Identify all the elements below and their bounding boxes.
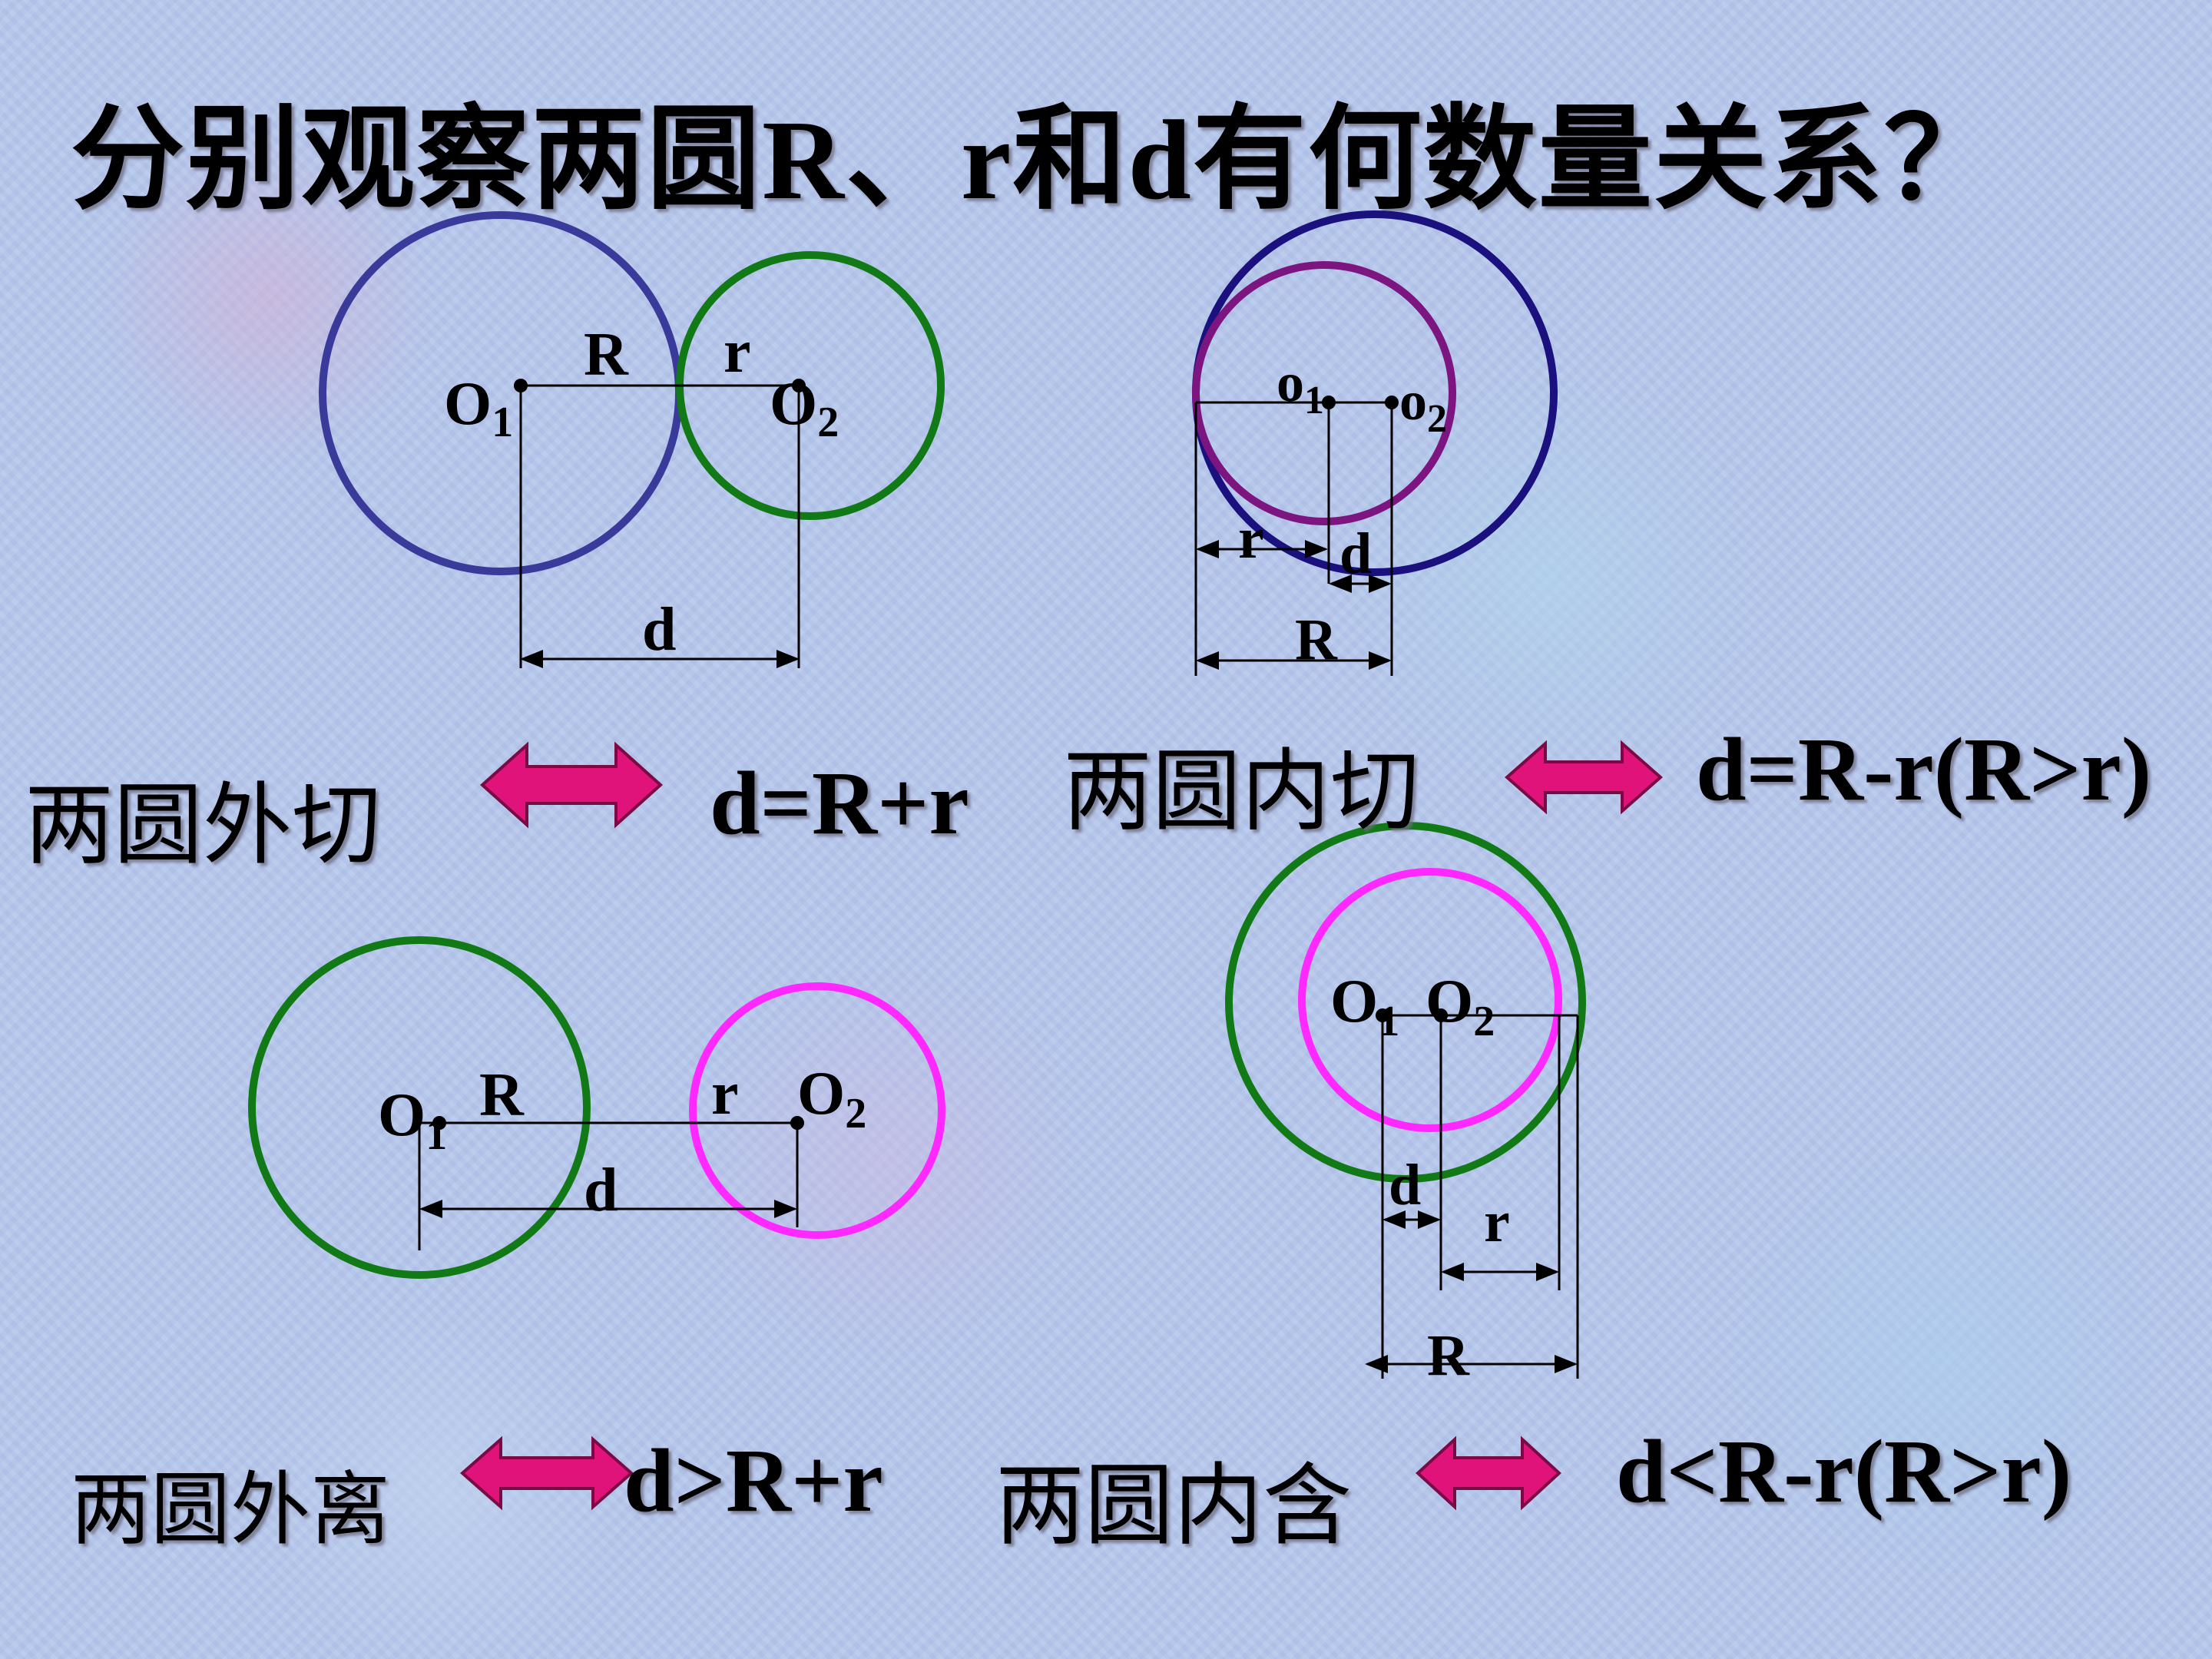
label-o1: O1	[444, 370, 513, 446]
label-o2: o2	[1399, 370, 1447, 441]
circle-o1-large	[319, 211, 683, 575]
double-arrow-icon	[1504, 740, 1664, 815]
center-dot-o1	[514, 379, 528, 392]
label-R: R	[1295, 608, 1338, 672]
label-d: d	[1339, 522, 1372, 586]
panel-separate: O1 O2 R r d	[248, 936, 945, 1279]
center-dot-o1	[1376, 1008, 1389, 1022]
formula-contained: d<R-r(R>r)	[1616, 1421, 2072, 1522]
relation-external-tangent: 两圆外切	[25, 773, 381, 877]
label-o1: o1	[1277, 352, 1324, 422]
panel-internal-tangent: o1 o2 r d R	[1192, 210, 1558, 676]
double-arrow-icon	[459, 1435, 634, 1511]
label-o1: O1	[378, 1081, 447, 1159]
label-R: R	[584, 321, 629, 389]
center-dot-o2	[1434, 1008, 1448, 1022]
equivalence-arrow-2	[1504, 740, 1664, 815]
label-d: d	[642, 596, 677, 664]
label-R: R	[479, 1061, 525, 1129]
label-r: r	[711, 1060, 739, 1128]
relation-separate: 两圆外离	[71, 1462, 391, 1556]
label-d: d	[1389, 1153, 1421, 1217]
center-dot-o1	[432, 1116, 446, 1130]
panel-external-tangent: O1 O2 R r d	[319, 211, 945, 668]
double-arrow-icon	[480, 741, 663, 829]
center-dot-o2	[792, 379, 806, 392]
equivalence-arrow-3	[459, 1435, 634, 1511]
slide-title: 分别观察两圆R、r和d有何数量关系？	[71, 98, 1999, 224]
label-o2: O2	[1426, 968, 1495, 1045]
label-r: r	[1238, 506, 1264, 571]
formula-external-tangent: d=R+r	[710, 753, 969, 853]
relation-internal-tangent: 两圆内切	[1063, 740, 1419, 843]
center-dot-o2	[790, 1116, 804, 1130]
label-o2: O2	[797, 1060, 866, 1137]
center-dot-o1	[1322, 396, 1336, 409]
label-d: d	[584, 1157, 618, 1224]
relation-contained: 两圆内含	[995, 1454, 1352, 1558]
double-arrow-icon	[1416, 1435, 1561, 1511]
circle-inner	[1298, 868, 1562, 1132]
circle-o1-large	[248, 936, 591, 1279]
circle-outer	[1225, 822, 1586, 1183]
circle-inner	[1192, 261, 1456, 525]
center-dot-o2	[1385, 396, 1399, 409]
formula-internal-tangent: d=R-r(R>r)	[1696, 719, 2152, 820]
label-o2: O2	[770, 370, 839, 446]
label-o1: O1	[1330, 968, 1399, 1045]
label-r: r	[724, 318, 751, 386]
label-R: R	[1427, 1323, 1470, 1388]
circle-o2-small	[689, 982, 945, 1239]
panel-contained: O1 O2 d r R	[1225, 822, 1586, 1388]
formula-separate: d>R+r	[624, 1430, 883, 1531]
equivalence-arrow-1	[480, 741, 663, 829]
equivalence-arrow-4	[1416, 1435, 1561, 1511]
label-r: r	[1484, 1190, 1510, 1254]
